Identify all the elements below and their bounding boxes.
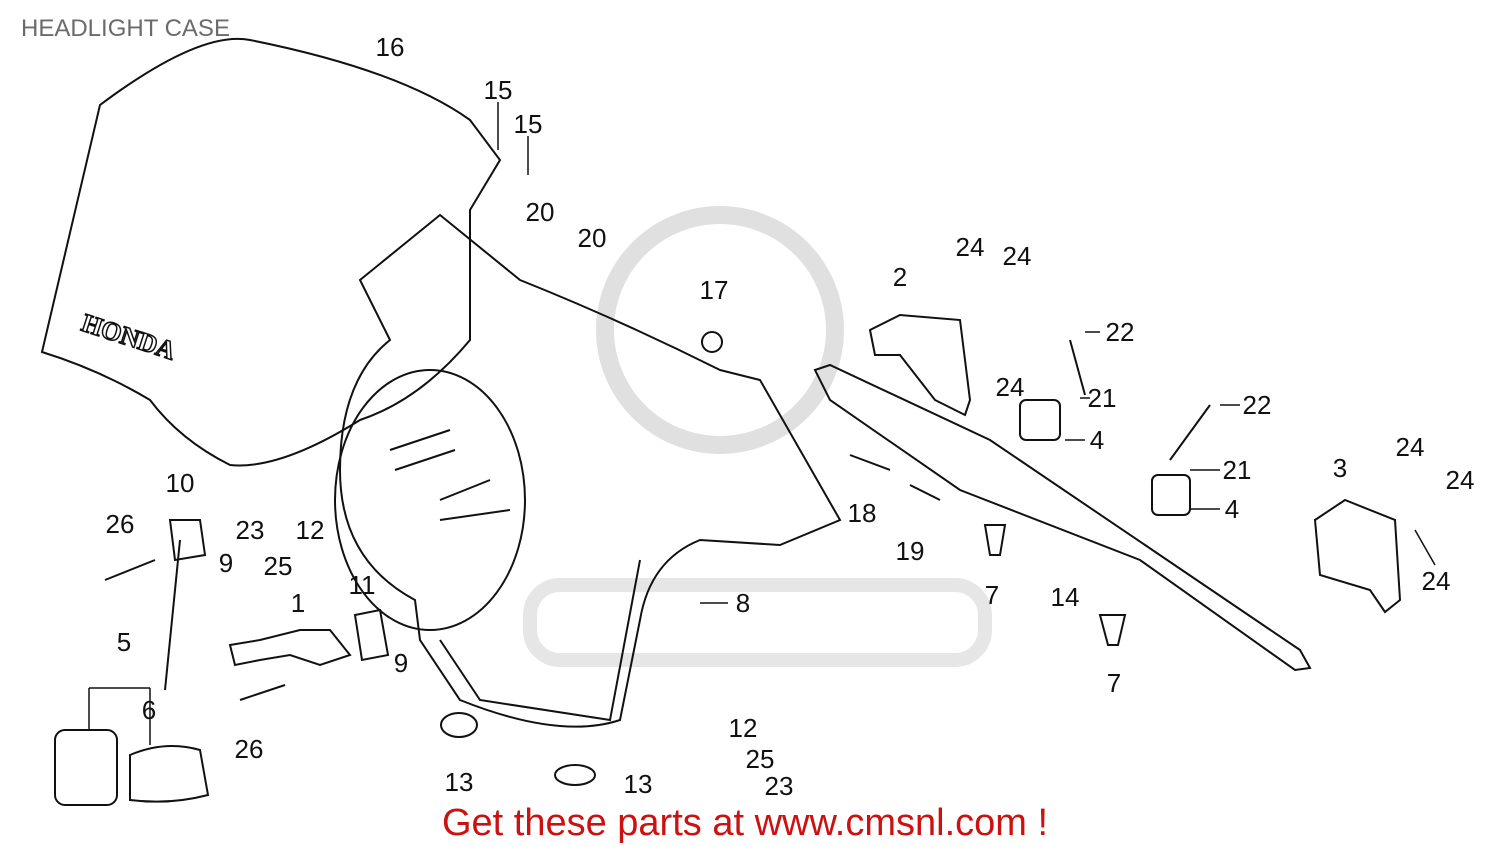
part-label[interactable]: 14: [1050, 582, 1080, 612]
leader-lines: [88, 102, 1436, 745]
part-label[interactable]: 11: [348, 570, 376, 600]
diagram-title: HEADLIGHT CASE: [21, 15, 230, 42]
part-label[interactable]: 24: [1395, 432, 1425, 462]
part-label[interactable]: 25: [745, 744, 775, 774]
part-label[interactable]: 9: [218, 548, 234, 578]
part-label[interactable]: 26: [234, 734, 264, 764]
honda-logo: HONDA: [78, 308, 179, 366]
part-label[interactable]: 4: [1224, 494, 1240, 524]
part-label[interactable]: 24: [955, 232, 985, 262]
part-label[interactable]: 8: [735, 588, 751, 618]
part-label[interactable]: 12: [295, 515, 325, 545]
part-label[interactable]: 21: [1222, 455, 1252, 485]
stay-bracket-14: [813, 363, 1312, 672]
part-label[interactable]: 23: [235, 515, 265, 545]
part-label[interactable]: 24: [1421, 566, 1451, 596]
part-label[interactable]: 26: [105, 509, 135, 539]
part-label[interactable]: 22: [1242, 390, 1272, 420]
headlight-case: [334, 213, 842, 728]
part-label[interactable]: 22: [1105, 317, 1135, 347]
part-label[interactable]: 16: [375, 32, 405, 62]
part-label[interactable]: 2: [892, 262, 908, 292]
part-label[interactable]: 9: [393, 648, 409, 678]
part-label[interactable]: 20: [525, 197, 555, 227]
footer-text[interactable]: Get these parts at www.cmsnl.com !: [441, 802, 1049, 844]
watermark-graphic: [523, 206, 992, 667]
part-label[interactable]: 20: [577, 223, 607, 253]
part-label[interactable]: 24: [995, 372, 1025, 402]
part-label[interactable]: 7: [984, 580, 1000, 610]
part-label[interactable]: 10: [165, 468, 195, 498]
part-label[interactable]: 24: [1445, 465, 1475, 495]
part-label[interactable]: 3: [1332, 453, 1348, 483]
part-label[interactable]: 12: [728, 713, 758, 743]
part-label[interactable]: 25: [263, 551, 293, 581]
part-label[interactable]: 24: [1002, 241, 1032, 271]
part-label[interactable]: 4: [1089, 425, 1105, 455]
part-label[interactable]: 17: [699, 275, 729, 305]
windscreen: HONDA: [40, 37, 502, 467]
part-label[interactable]: 1: [290, 588, 306, 618]
part-label[interactable]: 19: [895, 536, 925, 566]
part-label[interactable]: 15: [483, 75, 513, 105]
part-label[interactable]: 15: [513, 109, 543, 139]
part-label[interactable]: 23: [764, 771, 794, 801]
part-label[interactable]: 6: [141, 695, 157, 725]
part-label[interactable]: 13: [623, 769, 653, 799]
small-parts: [54, 313, 1402, 806]
footer-link[interactable]: Get these parts at www.cmsnl.com !: [0, 802, 1500, 844]
part-label[interactable]: 21: [1087, 383, 1117, 413]
part-label[interactable]: 5: [116, 627, 132, 657]
part-label[interactable]: 13: [444, 767, 474, 797]
part-label[interactable]: 18: [847, 498, 877, 528]
part-label[interactable]: 7: [1106, 668, 1122, 698]
